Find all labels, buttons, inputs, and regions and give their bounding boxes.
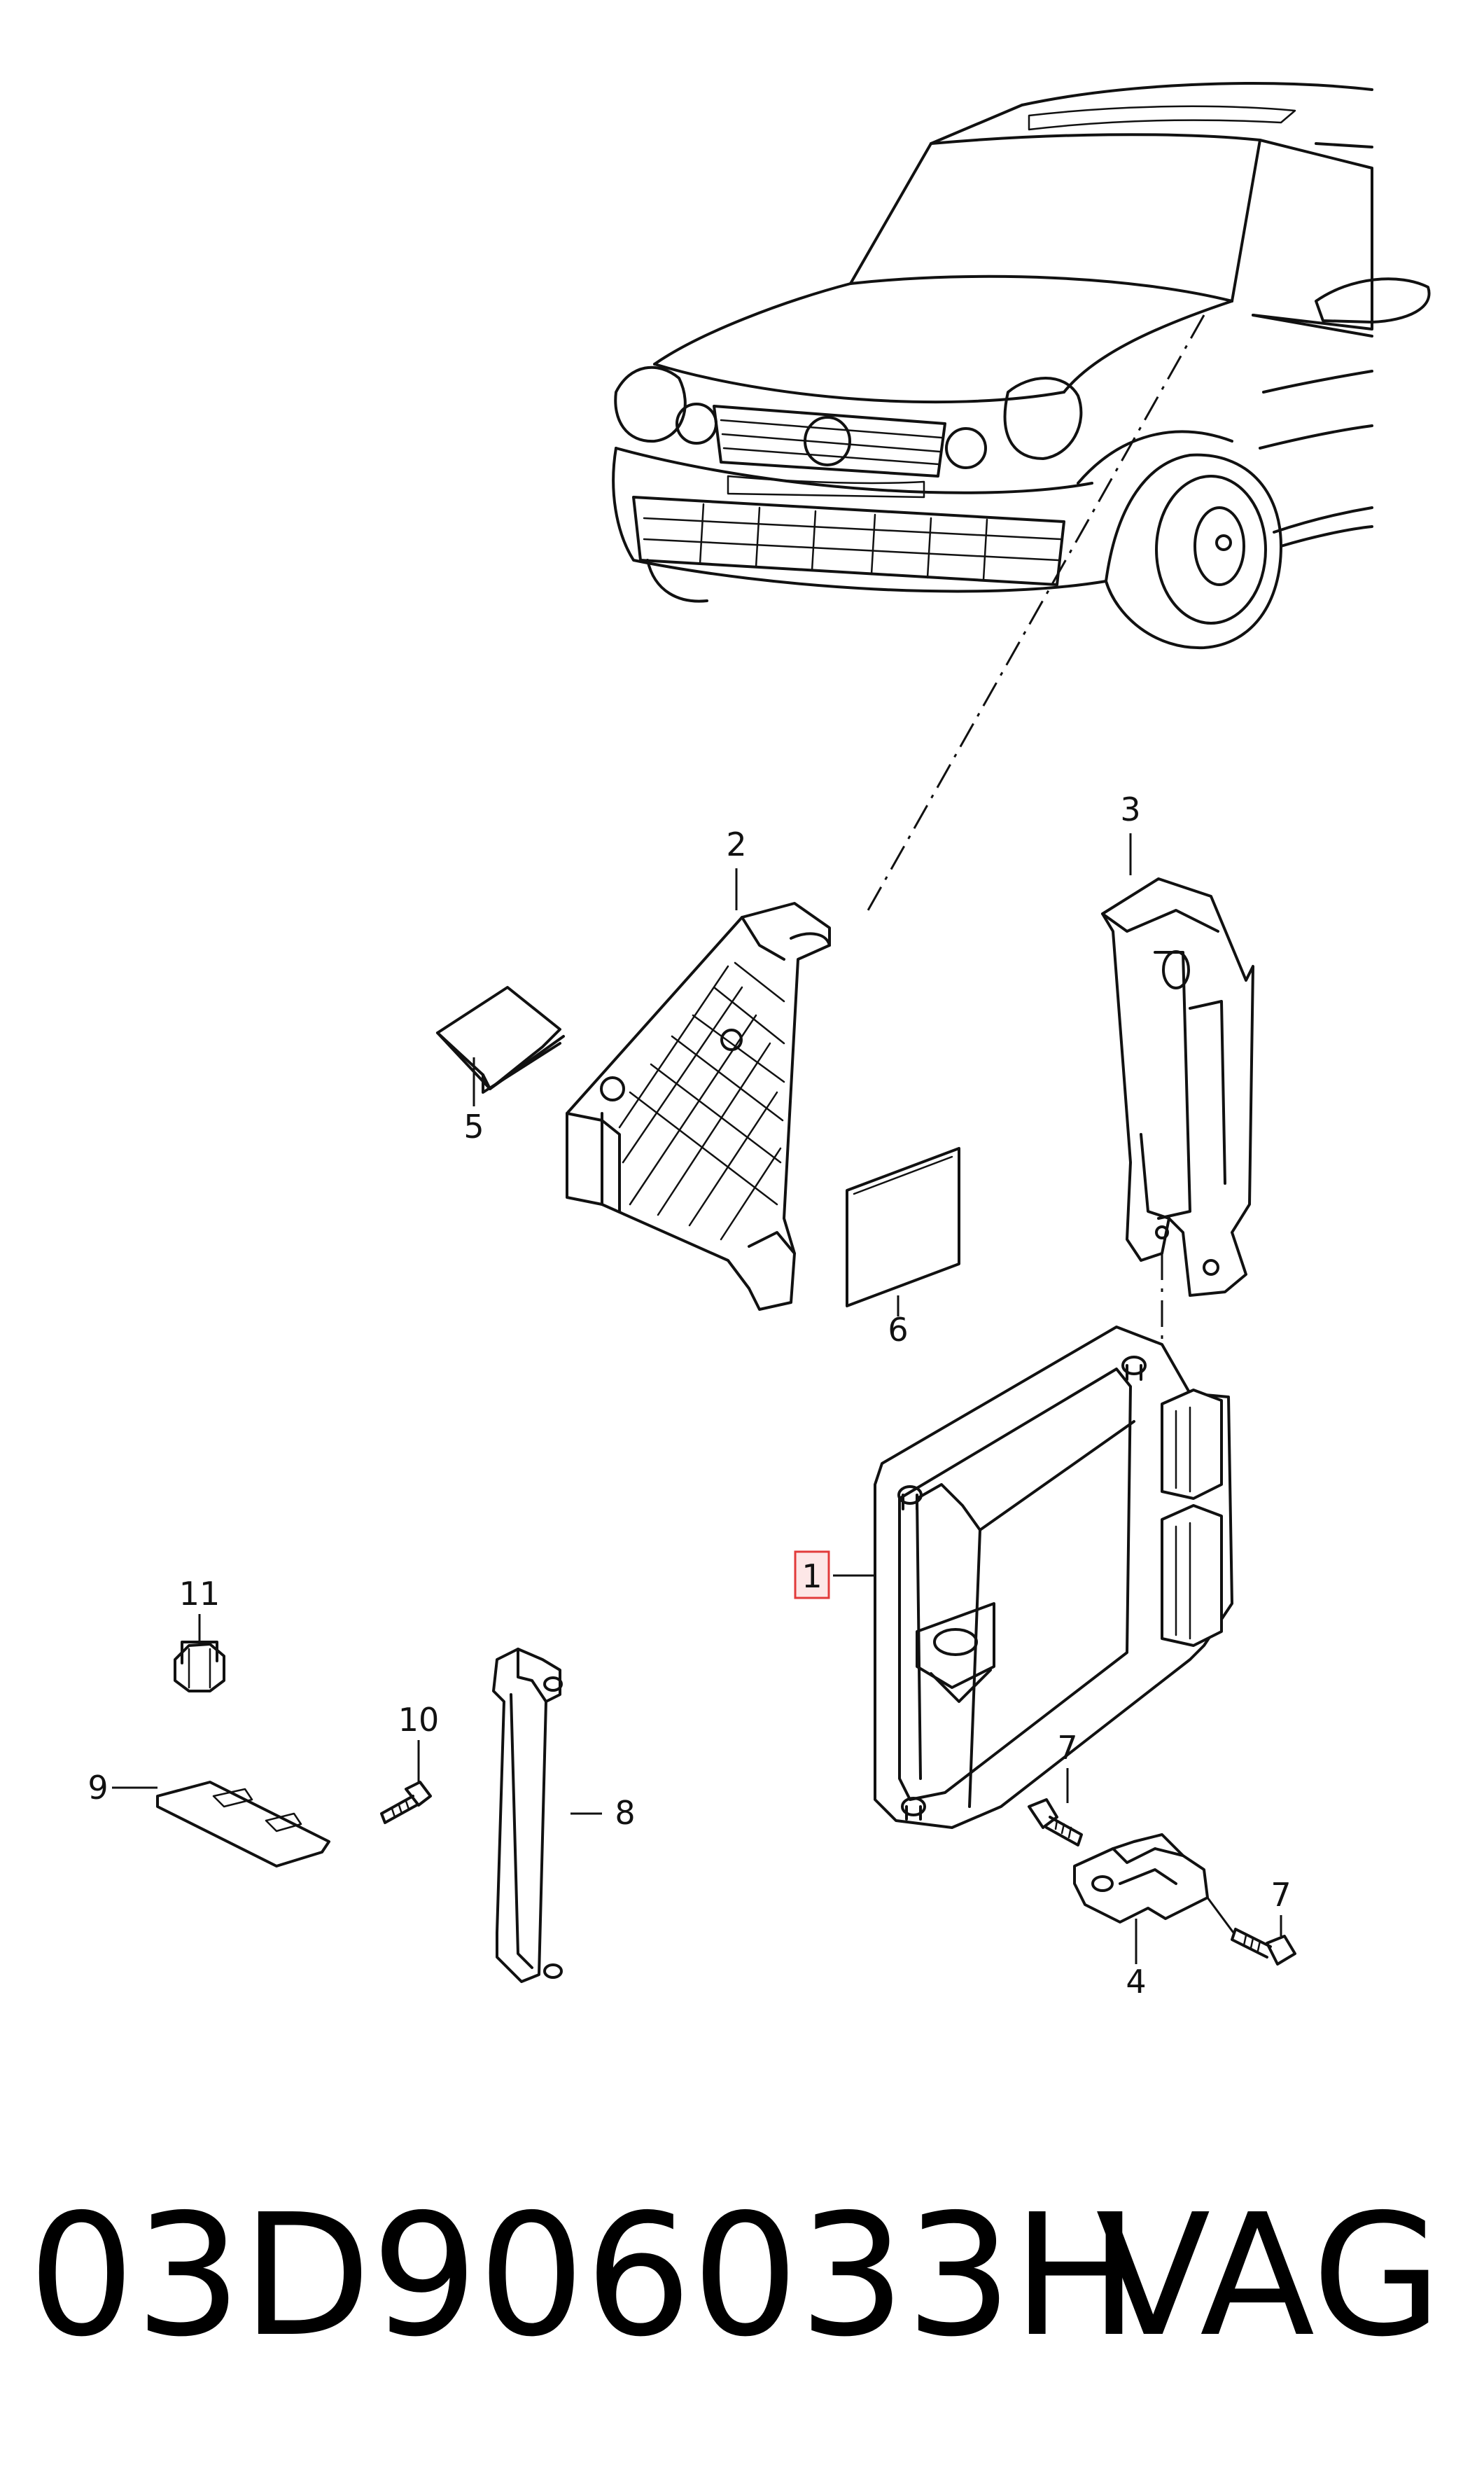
- callout-6: 6: [888, 1311, 908, 1349]
- callout-5: 5: [463, 1108, 484, 1146]
- brand-caption: VAG: [1096, 2178, 1442, 2374]
- part-number-caption: 03D906033H: [28, 2178, 1139, 2374]
- callout-10: 10: [398, 1701, 440, 1739]
- vehicle-illustration: [612, 82, 1431, 650]
- part-8-strap: [492, 1648, 563, 1983]
- callout-1: 1: [802, 1557, 822, 1595]
- callout-7-upper: 7: [1057, 1729, 1077, 1767]
- part-5-clip: [436, 986, 565, 1094]
- callout-3: 3: [1120, 791, 1140, 828]
- part-10-screw: [380, 1781, 432, 1824]
- part-7-bolt-upper: [1028, 1798, 1083, 1846]
- part-1-engine-control-unit: [874, 1326, 1233, 1829]
- callout-4: 4: [1126, 1963, 1146, 2001]
- part-7-bolt-lower: [1206, 1897, 1296, 1966]
- location-pointer-line: [867, 314, 1205, 911]
- part-9-plate: [156, 1781, 330, 1868]
- part-3-holder: [1101, 877, 1254, 1297]
- callout-9: 9: [88, 1769, 108, 1807]
- callout-2: 2: [726, 826, 746, 863]
- callout-7-lower: 7: [1270, 1876, 1291, 1914]
- part-6-adhesive-pad: [846, 1147, 960, 1307]
- callout-8: 8: [615, 1794, 635, 1832]
- leader-lines: [112, 833, 1282, 1964]
- callout-11: 11: [179, 1575, 220, 1613]
- part-4-mounting-bracket: [1073, 1833, 1209, 1924]
- part-2-ecu-support-bracket: [566, 902, 831, 1311]
- callout-1-highlight: [794, 1550, 830, 1599]
- part-11-clip-nut: [174, 1641, 225, 1692]
